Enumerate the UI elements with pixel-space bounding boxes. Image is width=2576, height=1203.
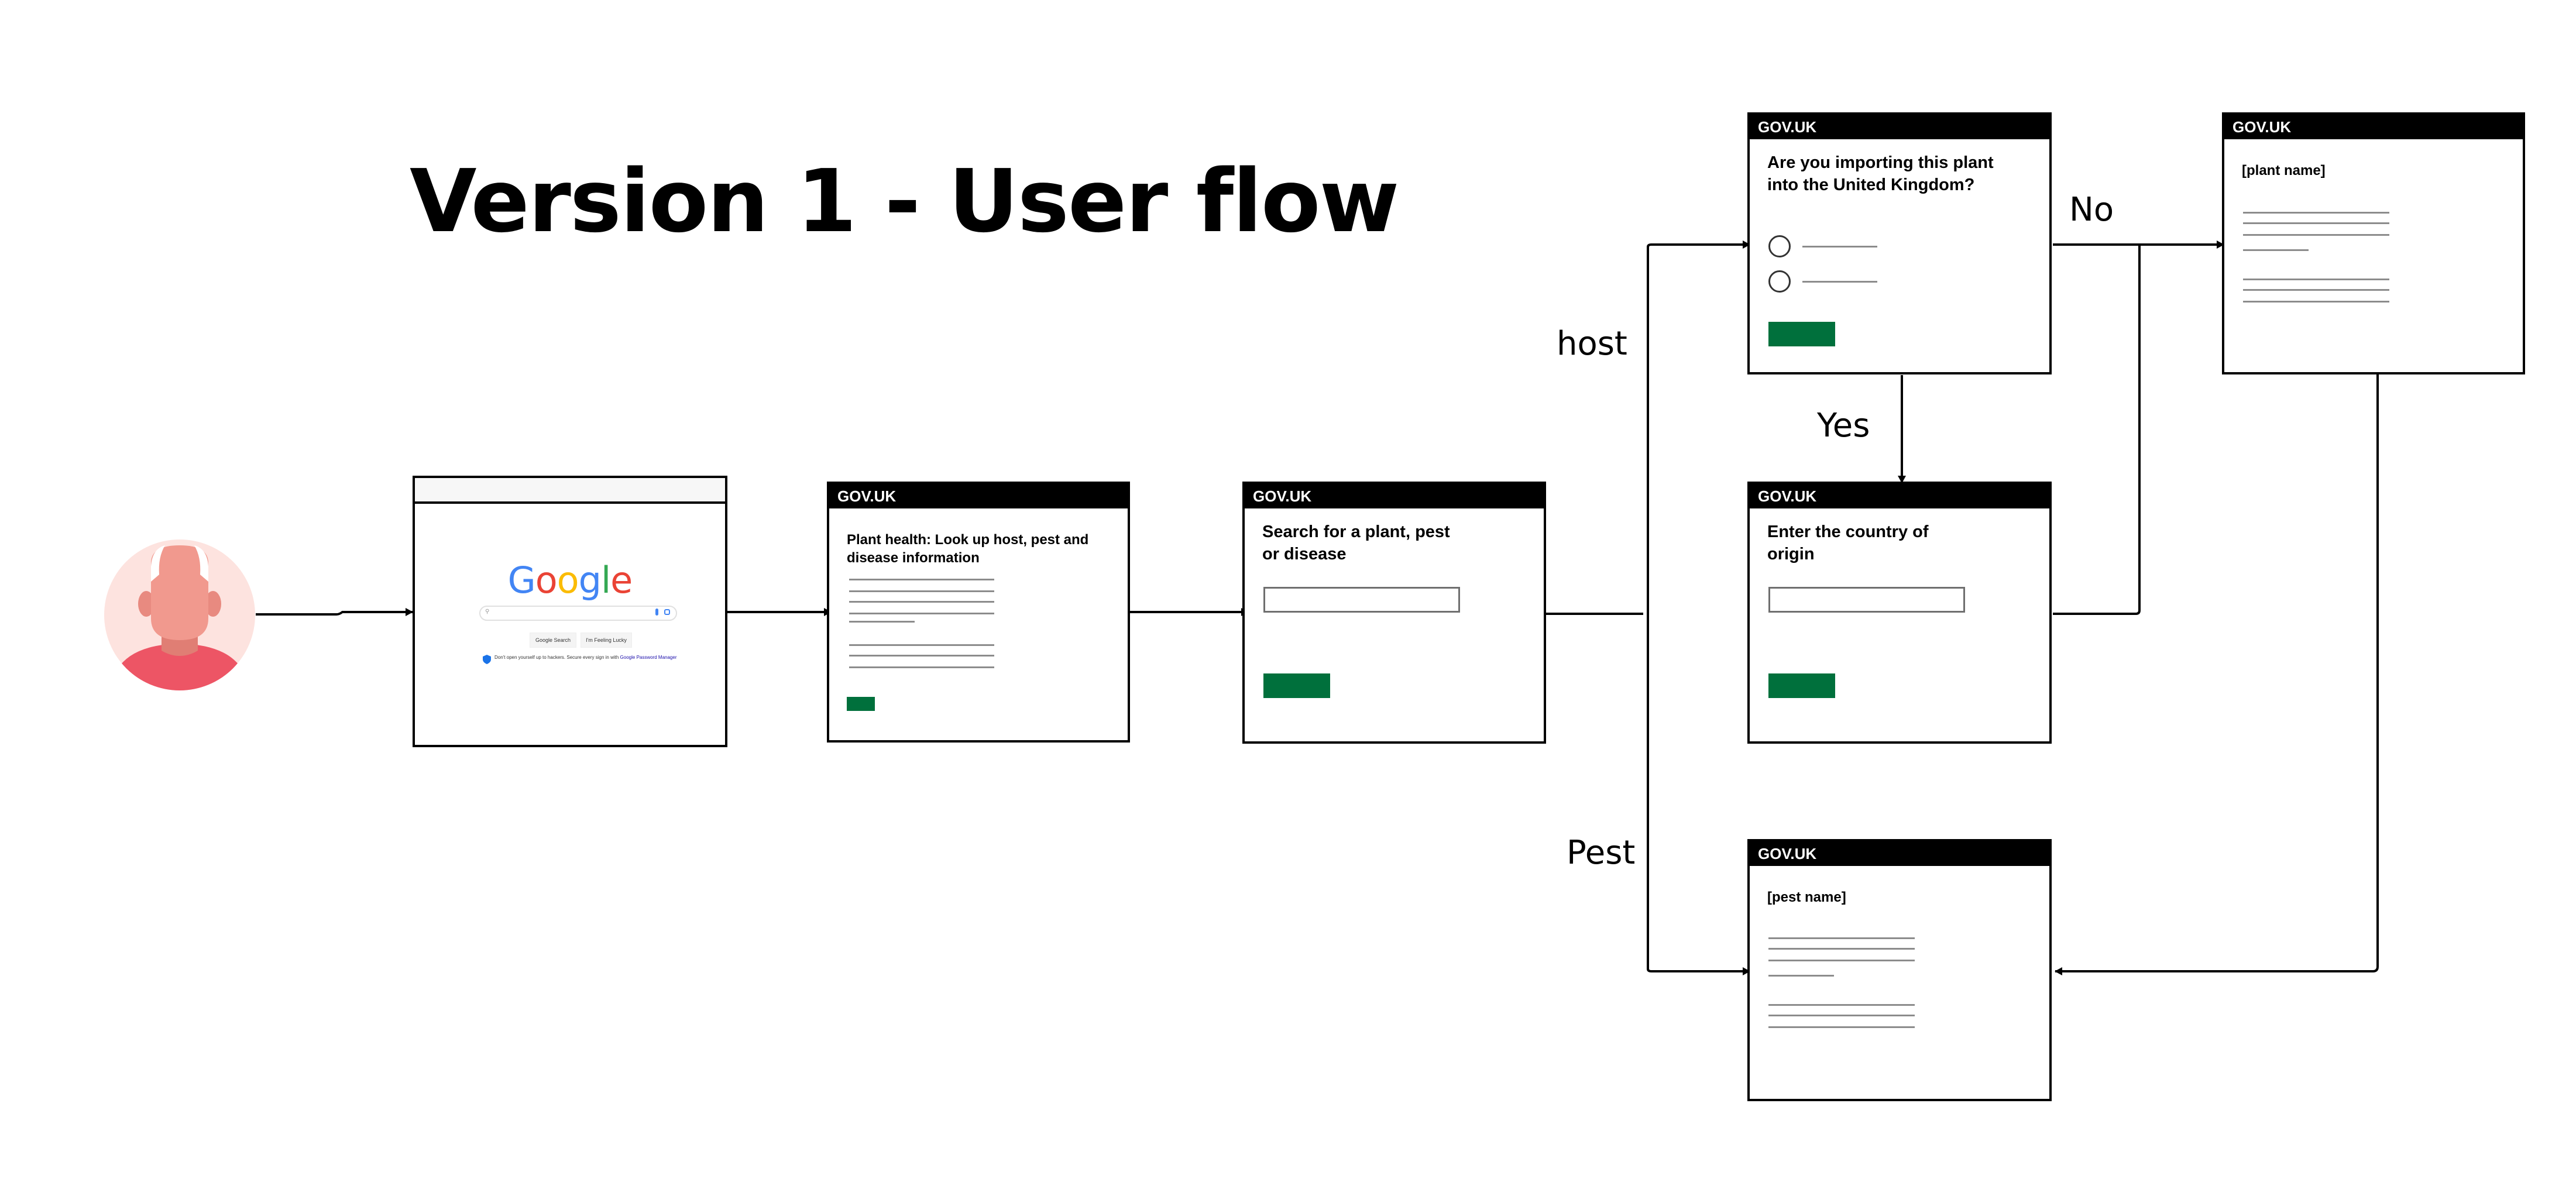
screen-title: Are you importing this plant into the Un… (1767, 152, 1994, 196)
google-search-input[interactable]: ⚲ (479, 606, 677, 621)
text-placeholder-line (1768, 960, 1915, 961)
page-title: Version 1 - User flow (410, 151, 1399, 252)
govuk-header: GOV.UK (1750, 115, 2049, 139)
feeling-lucky-button[interactable]: I'm Feeling Lucky (581, 633, 632, 648)
edge-label-no: No (2069, 191, 2114, 229)
text-placeholder-line (2243, 234, 2389, 236)
screen-title: [plant name] (2242, 163, 2326, 178)
text-placeholder-line (1768, 975, 1834, 977)
google-logo: Google (507, 559, 633, 602)
connector-country-plantname (2053, 245, 2141, 615)
connector-avatar-google (256, 608, 413, 616)
camera-icon[interactable] (664, 609, 670, 615)
google-search-button[interactable]: Google Search (530, 633, 576, 648)
govuk-header: GOV.UK (2224, 115, 2523, 139)
plant-health-screen: GOV.UK Plant health: Look up host, pest … (827, 482, 1130, 743)
screen-title-line1: Search for a plant, pest (1262, 523, 1450, 541)
screen-title-line2: into the United Kingdom? (1767, 175, 1975, 194)
connector-branch-pest (1647, 614, 1750, 975)
text-placeholder-line (2243, 222, 2389, 224)
screen-title: Enter the country of origin (1767, 521, 1929, 565)
connector-plantname-pestname (2055, 374, 2379, 975)
country-input[interactable] (1768, 587, 1965, 613)
govuk-header: GOV.UK (1245, 484, 1544, 508)
screen-title-line1: Enter the country of (1767, 523, 1929, 541)
start-button[interactable] (847, 697, 875, 711)
screen-title: [pest name] (1767, 889, 1846, 905)
text-placeholder-line (2243, 249, 2309, 251)
radio-label-placeholder (1802, 246, 1877, 248)
microphone-icon[interactable] (655, 609, 658, 616)
google-search-screen: Google ⚲ Google Search I'm Feeling Lucky… (413, 476, 727, 747)
search-icon: ⚲ (485, 609, 490, 615)
text-placeholder-line (849, 613, 994, 614)
text-placeholder-line (849, 579, 994, 580)
user-avatar (104, 539, 255, 690)
edge-label-yes: Yes (1817, 407, 1870, 445)
text-placeholder-line (849, 601, 994, 603)
text-placeholder-line (849, 621, 915, 623)
text-placeholder-line (2243, 212, 2389, 214)
text-placeholder-line (1768, 948, 1915, 950)
screen-title: Plant health: Look up host, pest and dis… (847, 531, 1088, 567)
text-placeholder-line (849, 655, 994, 657)
search-input[interactable] (1263, 587, 1460, 613)
screen-title-line1: Plant health: Look up host, pest and (847, 532, 1089, 548)
text-placeholder-line (2243, 289, 2389, 291)
google-note: Don't open yourself up to hackers. Secur… (494, 655, 677, 660)
importing-question-screen: GOV.UK Are you importing this plant into… (1747, 112, 2052, 374)
text-placeholder-line (849, 666, 994, 668)
screen-title-line2: or disease (1262, 544, 1347, 563)
search-button[interactable] (1263, 673, 1330, 698)
radio-label-placeholder (1802, 281, 1877, 283)
continue-button[interactable] (1768, 673, 1835, 698)
text-placeholder-line (1768, 1015, 1915, 1016)
govuk-header: GOV.UK (829, 484, 1128, 508)
text-placeholder-line (2243, 301, 2389, 303)
text-placeholder-line (1768, 1004, 1915, 1006)
password-manager-link[interactable]: Google Password Manager (620, 655, 677, 660)
text-placeholder-line (849, 644, 994, 646)
radio-option-yes[interactable] (1768, 235, 1791, 257)
plant-name-screen: GOV.UK [plant name] (2222, 112, 2525, 374)
text-placeholder-line (1768, 1026, 1915, 1028)
edge-label-pest: Pest (1567, 834, 1636, 872)
country-of-origin-screen: GOV.UK Enter the country of origin (1747, 482, 2052, 744)
text-placeholder-line (849, 590, 994, 592)
screen-title: Search for a plant, pest or disease (1262, 521, 1450, 565)
screen-title-line2: disease information (847, 550, 980, 566)
screen-title-line1: Are you importing this plant (1767, 153, 1994, 172)
screen-title-line2: origin (1767, 544, 1815, 563)
browser-bar (415, 478, 725, 504)
pest-name-screen: GOV.UK [pest name] (1747, 839, 2052, 1101)
continue-button[interactable] (1768, 322, 1835, 346)
search-screen: GOV.UK Search for a plant, pest or disea… (1242, 482, 1546, 744)
connector-branch-host (1647, 240, 1750, 614)
google-note-text: Don't open yourself up to hackers. Secur… (494, 655, 619, 660)
edge-label-host: host (1557, 325, 1627, 363)
govuk-header: GOV.UK (1750, 484, 2049, 508)
radio-option-no[interactable] (1768, 270, 1791, 293)
text-placeholder-line (1768, 937, 1915, 939)
shield-icon (483, 655, 491, 664)
text-placeholder-line (2243, 279, 2389, 280)
govuk-header: GOV.UK (1750, 841, 2049, 866)
